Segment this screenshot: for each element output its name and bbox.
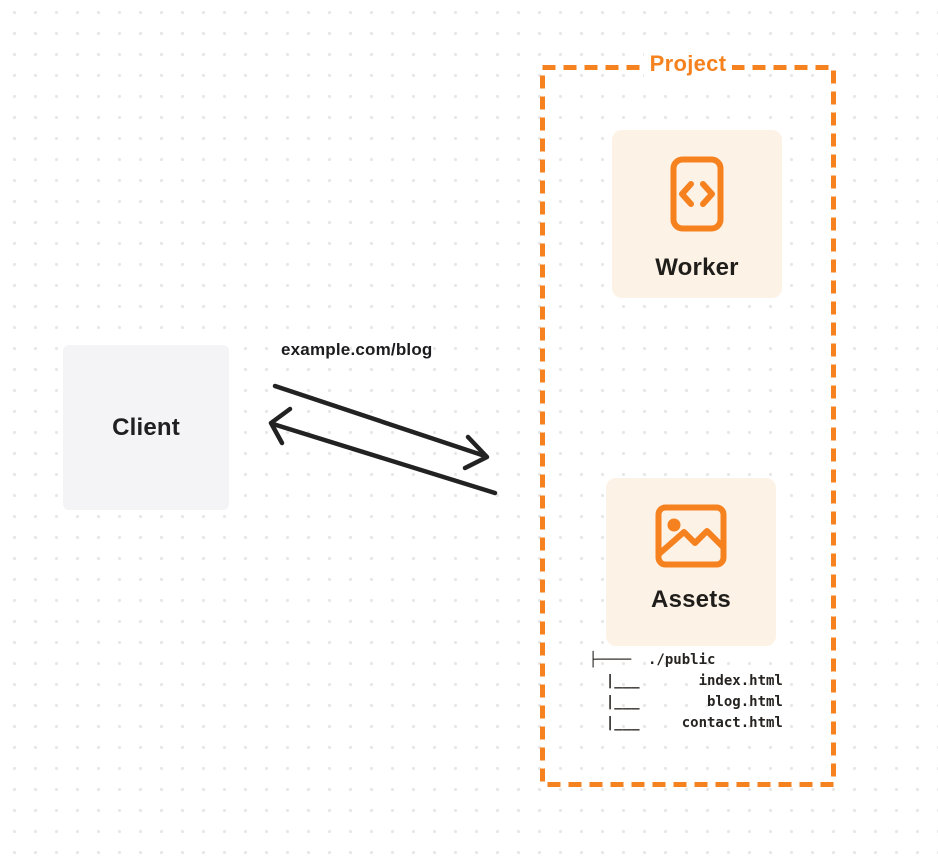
tree-line-blog: |___ blog.html bbox=[589, 694, 783, 710]
tree-line-root: ├──── ./public bbox=[589, 652, 716, 668]
response-arrow-line bbox=[270, 421, 498, 496]
assets-card: Assets bbox=[606, 478, 776, 646]
worker-label: Worker bbox=[655, 254, 739, 281]
assets-label: Assets bbox=[651, 586, 731, 613]
tree-line-contact: |___ contact.html bbox=[589, 715, 783, 731]
request-url-label: example.com/blog bbox=[281, 340, 433, 359]
client-box: Client bbox=[63, 345, 229, 510]
code-icon bbox=[670, 156, 724, 232]
request-arrow-line bbox=[272, 383, 488, 459]
arrowhead-right-icon bbox=[462, 434, 490, 471]
file-tree: ├──── ./public |___ index.html |___ blog… bbox=[589, 650, 783, 734]
request-arrow bbox=[272, 383, 490, 471]
response-arrow bbox=[268, 406, 498, 496]
image-icon bbox=[655, 504, 727, 568]
worker-card: Worker bbox=[612, 130, 782, 298]
tree-line-index: |___ index.html bbox=[589, 673, 783, 689]
arrowhead-left-icon bbox=[268, 406, 293, 446]
client-label: Client bbox=[112, 413, 180, 441]
